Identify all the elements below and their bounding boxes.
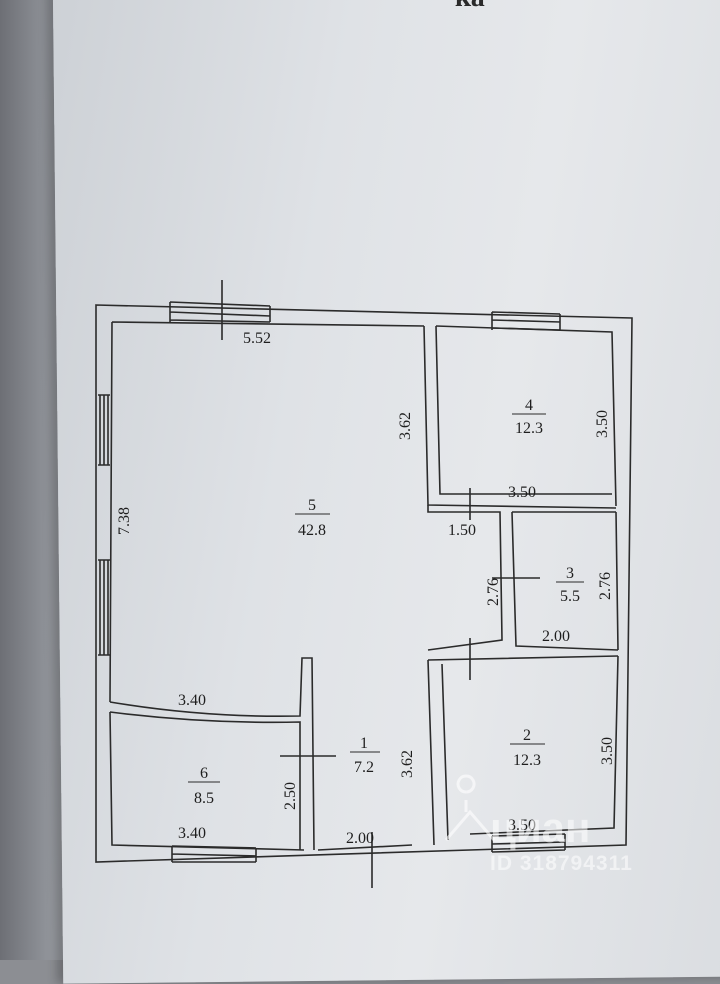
dim-3-40-bottom: 3.40 xyxy=(178,825,206,842)
room-4-area: 12.3 xyxy=(515,420,543,437)
window-top-right xyxy=(491,311,561,331)
window-bottom-right xyxy=(491,833,566,853)
room3-walls xyxy=(427,505,619,651)
window-left-upper xyxy=(98,394,110,466)
room-2-label: 2 12.3 xyxy=(510,727,545,769)
outer-wall-outline xyxy=(95,304,633,863)
room-1-area: 7.2 xyxy=(354,759,374,776)
watermark-brand: циан xyxy=(490,804,591,851)
window-left-lower xyxy=(98,559,110,656)
room-1-number: 1 xyxy=(360,735,368,752)
page-heading-fragment: ка xyxy=(455,0,485,14)
room-3-area: 5.5 xyxy=(560,588,580,605)
room-1-label: 1 7.2 xyxy=(350,735,380,776)
dim-3-62-top: 3.62 xyxy=(397,412,414,440)
dim-7-38: 7.38 xyxy=(116,507,133,535)
floor-plan: 5.52 7.38 3.62 3.50 3.50 1.50 2.76 2.76 … xyxy=(95,280,633,888)
room-2-number: 2 xyxy=(523,727,531,744)
watermark-id: ID 318794311 xyxy=(490,852,633,875)
outer-wall-inner xyxy=(109,321,619,851)
dim-3-50-room4-bottom: 3.50 xyxy=(508,484,536,501)
room2-walls xyxy=(427,655,619,846)
dim-1-50: 1.50 xyxy=(448,522,476,539)
room-3-label: 3 5.5 xyxy=(556,565,584,605)
dim-5-52: 5.52 xyxy=(243,330,271,347)
room-6-area: 8.5 xyxy=(194,790,214,807)
room-4-label: 4 12.3 xyxy=(512,397,546,437)
room-5-area: 42.8 xyxy=(298,522,326,539)
dim-3-62-bottom: 3.62 xyxy=(399,750,416,778)
dim-3-50-room2-bottom: 3.50 xyxy=(508,817,536,834)
room-6-label: 6 8.5 xyxy=(188,765,220,807)
room-4-number: 4 xyxy=(525,397,533,414)
window-top-left xyxy=(169,301,271,323)
room4-walls xyxy=(423,325,617,509)
room-5-number: 5 xyxy=(308,497,316,514)
watermark-logo-icon xyxy=(444,774,496,841)
room-3-number: 3 xyxy=(566,565,574,582)
dim-2-00-room3: 2.00 xyxy=(542,628,570,645)
dim-2-76-right: 2.76 xyxy=(597,572,614,600)
dim-2-76-left: 2.76 xyxy=(485,578,502,606)
dim-3-40-top: 3.40 xyxy=(178,692,206,709)
dim-3-50-room2-right: 3.50 xyxy=(599,737,616,765)
room-2-area: 12.3 xyxy=(513,752,541,769)
room-6-number: 6 xyxy=(200,765,208,782)
room-5-label: 5 42.8 xyxy=(295,497,330,539)
window-bottom-left xyxy=(171,845,257,863)
room6-walls xyxy=(109,657,315,851)
dim-3-50-room4-right: 3.50 xyxy=(594,410,611,438)
dim-2-50: 2.50 xyxy=(282,782,299,810)
dim-2-00-bottom: 2.00 xyxy=(346,830,374,847)
